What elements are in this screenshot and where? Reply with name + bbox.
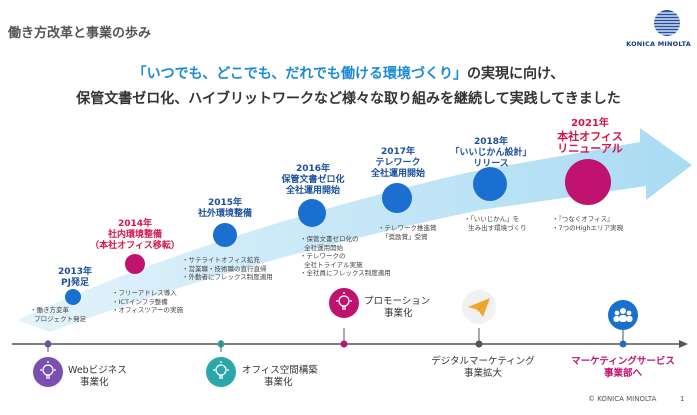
milestone-2013: 2013年 PJ発足 bbox=[57, 267, 93, 288]
milestone-dot-2013 bbox=[65, 289, 81, 305]
milestone-2014: 2014年 社内環境整備 （本社オフィス移転） bbox=[90, 219, 180, 251]
logo-text: KONICA MINOLTA bbox=[626, 40, 691, 48]
business-marketing-service: マーケティングサービス 事業部へ bbox=[571, 356, 675, 379]
milestone-dot-2014 bbox=[125, 254, 145, 274]
headline-line-1: 「いつでも、どこでも、だれでも働ける環境づくり」の実現に向け、 bbox=[0, 63, 697, 83]
milestone-dot-2021 bbox=[565, 159, 611, 205]
timeline-ticks bbox=[44, 328, 627, 352]
progress-arrow bbox=[18, 128, 692, 332]
detail-2018: ・『つなぐオフィス』 ・7つのHighエリア実現 bbox=[552, 215, 624, 232]
detail-2017: ・「いいじかん」を 生み出す環境づくり bbox=[464, 215, 527, 232]
milestone-2015: 2015年 社外環境整備 bbox=[197, 198, 252, 219]
headline-line-2: 保管文書ゼロ化、ハイブリットワークなど様々な取り組みを継続して実践してきました bbox=[76, 91, 621, 107]
headline-rest: の実現に向け、 bbox=[467, 66, 565, 82]
business-digital-marketing: デジタルマーケティング 事業拡大 bbox=[431, 356, 535, 379]
milestone-2016: 2016年 保管文書ゼロ化 全社運用開始 bbox=[281, 164, 345, 196]
business-web: Webビジネス 事業化 bbox=[68, 365, 127, 388]
footer-copyright: © KONICA MINOLTA bbox=[588, 395, 657, 403]
headline-quote: 「いつでも、どこでも、だれでも働ける環境づくり」 bbox=[132, 66, 467, 82]
milestone-dot-2016 bbox=[298, 199, 326, 227]
detail-2016: ・テレワーク推進賞 「奨励賞」受賞 bbox=[378, 224, 437, 241]
konica-minolta-logo bbox=[654, 10, 680, 36]
people-icon bbox=[608, 300, 638, 330]
lightbulb-icon bbox=[329, 288, 359, 318]
detail-2014: ・サテライトオフィス拡充 ・営業職・技術職の直行直帰 ・外勤者にフレックス制度適… bbox=[182, 256, 273, 281]
page-title: 働き方改革と事業の歩み bbox=[8, 26, 152, 41]
page-number: 1 bbox=[680, 395, 685, 403]
business-office-space: オフィス空間構築 事業化 bbox=[242, 365, 318, 388]
milestone-2017: 2017年 テレワーク 全社運用開始 bbox=[370, 147, 425, 179]
milestone-dot-2017 bbox=[382, 183, 412, 213]
lightbulb-icon bbox=[33, 357, 63, 387]
milestone-dot-2015 bbox=[213, 223, 237, 247]
business-promotion: プロモーション 事業化 bbox=[364, 296, 431, 319]
detail-kickoff: ・働き方変革 プロジェクト発足 bbox=[30, 306, 87, 323]
detail-2013: ・フリーアドレス導入 ・ICTインフラ整備 ・オフィスツアーの実施 bbox=[112, 289, 183, 314]
milestone-2021: 2021年 本社オフィス リニューアル bbox=[557, 118, 623, 155]
milestone-2018: 2018年 「いいじかん設計」 リリース bbox=[450, 137, 532, 169]
detail-2015: ・保管文書ゼロ化の 全社運用開始 ・テレワークの 全社トライアル実施 ・全社員に… bbox=[300, 235, 391, 277]
paper-plane-icon bbox=[462, 290, 496, 324]
milestone-dot-2018 bbox=[473, 167, 507, 201]
lightbulb-icon bbox=[206, 357, 236, 387]
timeline-arrowhead bbox=[679, 340, 688, 348]
